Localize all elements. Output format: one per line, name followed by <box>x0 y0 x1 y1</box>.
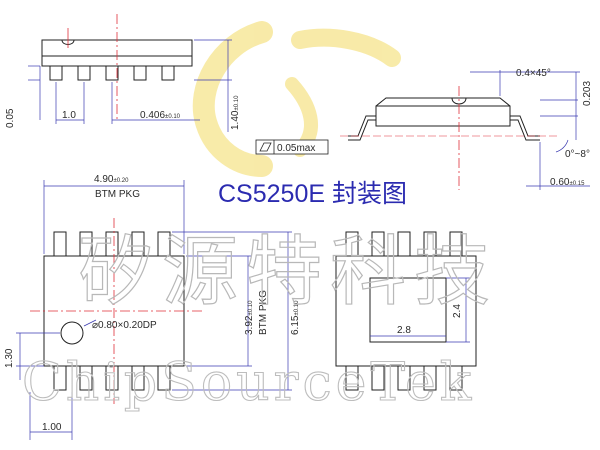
coplanarity-label: 0.05 <box>5 108 16 128</box>
side-profile <box>348 97 540 141</box>
foot-length-label: 0.60±0.15 <box>550 177 585 188</box>
bottom-view-dims <box>370 277 470 343</box>
lead-width-label: 1.0 <box>62 110 76 121</box>
lead-pitch-label: 0.406±0.10 <box>140 110 181 121</box>
profile-dims <box>470 70 590 190</box>
chamfer-label: 0.4×45° <box>516 68 551 79</box>
body-height-label: 1.40±0.10 <box>230 95 241 130</box>
bottom-view-body <box>335 231 477 391</box>
btm-pkg-label-h: BTM PKG <box>95 189 140 200</box>
lead-thickness-label: 0.203 <box>582 81 593 106</box>
foot-angle-label: 0°~8° <box>565 149 590 160</box>
topview-dims <box>16 180 292 440</box>
btm-pkg-label-v: BTM PKG <box>258 290 269 335</box>
flatness-box: 0.05max <box>255 139 329 155</box>
side-view-dims <box>28 39 232 132</box>
watermark-cn: 矽源特科技 <box>78 227 498 316</box>
flatness-label: 0.05max <box>277 143 315 154</box>
pad-width-label: 2.8 <box>397 325 411 336</box>
end-offset-label: 1.00 <box>42 422 62 433</box>
overall-width-label: 6.15±0.10 <box>290 300 301 335</box>
pin-pitch-label: 1.30 <box>4 348 15 368</box>
pin1-dot-label: ⌀0.80×0.20DP <box>92 320 157 331</box>
body-length-label: 4.90±0.20 <box>94 174 129 185</box>
pad-height-label: 2.4 <box>452 304 463 318</box>
watermark-en: ChipSourceTek <box>22 353 475 413</box>
body-width-label: 3.92±0.10 <box>244 300 255 335</box>
page-title: CS5250E 封装图 <box>218 180 407 208</box>
